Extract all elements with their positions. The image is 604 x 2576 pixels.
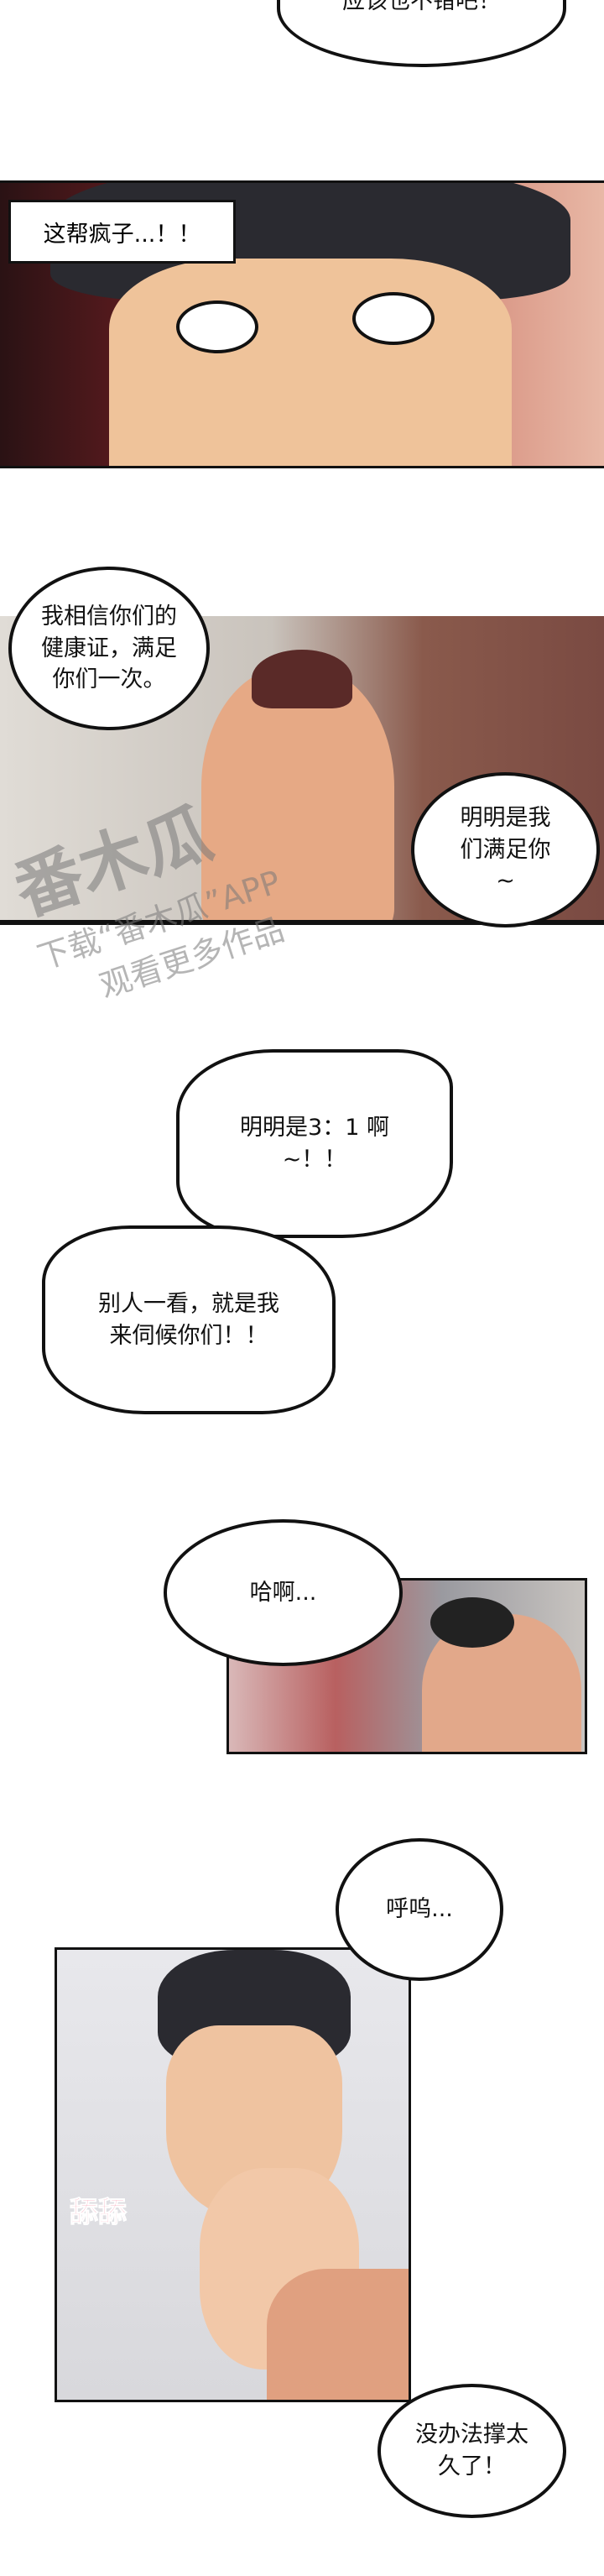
bubble-text: 我相信你们的健康证，满足你们一次。 [41,603,177,693]
bubble-text: 没办法撑太久了！ [415,2422,528,2479]
bubble-text: 别人一看，就是我来伺候你们！！ [98,1290,279,1349]
shoulder [267,2269,409,2400]
bubble-text: 明明是我们满足你~ [460,804,551,895]
man-hair [430,1597,514,1648]
speech-bubble-haah: 哈啊... [164,1519,403,1666]
speech-bubble-cant-last: 没办法撑太久了！ [378,2384,566,2518]
man-figure [201,666,394,920]
sfx-lick: 舔舔 [70,2196,128,2230]
man-hair [252,650,352,708]
bubble-text: 呼呜... [386,1896,453,1923]
caption-box: 这帮疯子...！！ [8,200,236,264]
speech-bubble-serve: 别人一看，就是我来伺候你们！！ [42,1225,336,1414]
panel-licking: 舔舔 [55,1947,411,2402]
speech-bubble-three-to-one: 明明是3：1 啊~！！ [176,1049,453,1238]
speech-bubble-huwu: 呼呜... [336,1838,503,1981]
caption-text: 这帮疯子...！！ [43,221,201,248]
speech-bubble-we-satisfy: 明明是我们满足你~ [411,772,600,927]
face [109,259,512,466]
bubble-text: 哈啊... [249,1579,317,1606]
panel-angry-face: 这帮疯子...！！ [0,180,604,468]
speech-bubble-trust: 我相信你们的健康证，满足你们一次。 [8,567,210,730]
eye-right [352,292,435,345]
eye-left [176,300,258,353]
bubble-text: 应该也不错吧！ [342,0,501,15]
bubble-text: 明明是3：1 啊~！！ [240,1114,389,1173]
speech-bubble-top: 应该也不错吧！ [277,0,566,67]
